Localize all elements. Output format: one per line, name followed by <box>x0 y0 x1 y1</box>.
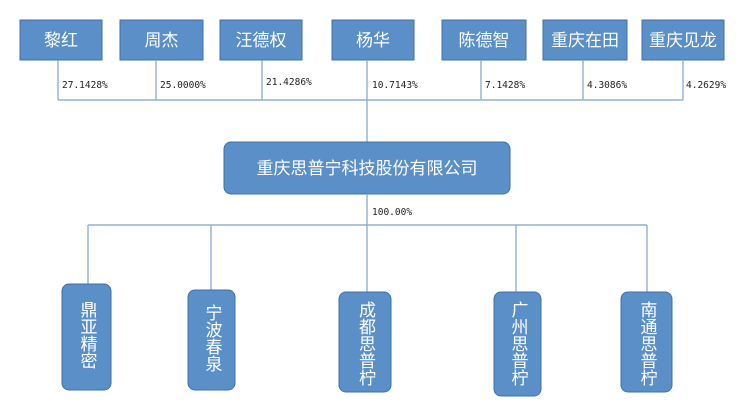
shareholder-percent: 21.4286% <box>266 77 312 88</box>
shareholder-percent: 4.3086% <box>587 80 627 91</box>
shareholder-percent: 7.1428% <box>485 80 525 91</box>
subsidiary-name: 宁波春泉 <box>202 304 223 372</box>
shareholder-percentages: 27.1428% 25.0000% 21.4286% 10.7143% 7.14… <box>62 77 726 91</box>
shareholder-node-0: 黎红 <box>19 19 103 61</box>
subsidiaries-row: 鼎亚精密 宁波春泉 成都思普柠 广州思普柠 南通思普柠 <box>61 283 673 397</box>
shareholder-name: 黎红 <box>44 31 78 51</box>
subsidiary-name: 鼎亚精密 <box>77 301 98 369</box>
shareholder-node-2: 汪德权 <box>219 19 303 61</box>
shareholder-node-5: 重庆在田 <box>542 19 628 61</box>
subsidiary-name: 广州思普柠 <box>508 301 529 387</box>
shareholder-box <box>219 19 303 61</box>
shareholder-percent: 27.1428% <box>62 80 108 91</box>
shareholder-percent: 10.7143% <box>372 80 418 91</box>
subsidiary-node-0: 鼎亚精密 <box>61 283 112 391</box>
subsidiary-name: 成都思普柠 <box>355 301 376 387</box>
subsidiary-node-2: 成都思普柠 <box>338 291 392 393</box>
shareholder-box <box>542 19 628 61</box>
subsidiary-connectors <box>87 194 648 292</box>
subsidiary-box <box>620 291 673 393</box>
subsidiary-box <box>338 291 392 393</box>
subsidiary-node-4: 南通思普柠 <box>620 291 673 393</box>
company-node: 重庆思普宁科技股份有限公司 <box>223 141 511 195</box>
shareholders-row: 黎红 周杰 汪德权 杨华 陈德智 重庆在田 重庆见龙 <box>19 19 725 61</box>
shareholder-name: 周杰 <box>145 31 179 51</box>
shareholder-box <box>331 19 415 61</box>
shareholder-box <box>441 19 527 61</box>
shareholder-node-4: 陈德智 <box>441 19 527 61</box>
shareholder-percent: 25.0000% <box>160 80 206 91</box>
shareholder-name: 重庆在田 <box>551 31 619 51</box>
shareholder-node-1: 周杰 <box>119 19 204 61</box>
subsidiary-box <box>61 283 112 391</box>
company-name: 重庆思普宁科技股份有限公司 <box>257 159 478 179</box>
subsidiary-node-3: 广州思普柠 <box>493 291 542 397</box>
subsidiary-name: 南通思普柠 <box>637 301 658 387</box>
shareholder-node-3: 杨华 <box>331 19 415 61</box>
shareholder-connectors <box>57 60 684 142</box>
shareholder-name: 陈德智 <box>459 31 510 51</box>
subsidiary-box <box>493 291 542 397</box>
shareholder-name: 重庆见龙 <box>649 31 717 51</box>
shareholder-box <box>19 19 103 61</box>
shareholder-name: 汪德权 <box>236 31 287 51</box>
shareholder-box <box>119 19 204 61</box>
shareholder-percent: 4.2629% <box>686 80 726 91</box>
subsidiary-percent: 100.00% <box>372 207 412 218</box>
shareholder-node-6: 重庆见龙 <box>641 19 725 61</box>
shareholder-name: 杨华 <box>356 31 390 51</box>
subsidiary-node-1: 宁波春泉 <box>187 289 236 391</box>
subsidiary-box <box>187 289 236 391</box>
